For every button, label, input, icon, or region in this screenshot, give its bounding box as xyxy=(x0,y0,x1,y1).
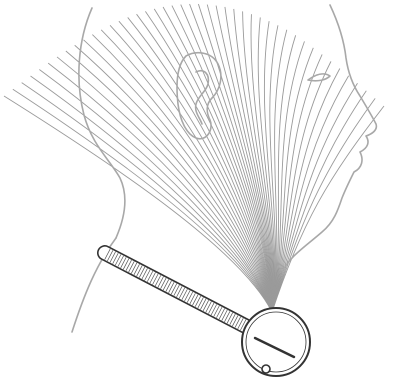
wave-fan xyxy=(4,4,384,312)
probe-indicator-dot xyxy=(262,365,270,373)
eye-outline xyxy=(308,74,330,81)
wave-line xyxy=(198,4,272,312)
probe-head xyxy=(242,308,310,376)
probe-handle xyxy=(94,241,263,342)
head-profile xyxy=(72,5,376,332)
back-of-neck-outline xyxy=(79,8,125,238)
wave-line xyxy=(272,98,375,312)
